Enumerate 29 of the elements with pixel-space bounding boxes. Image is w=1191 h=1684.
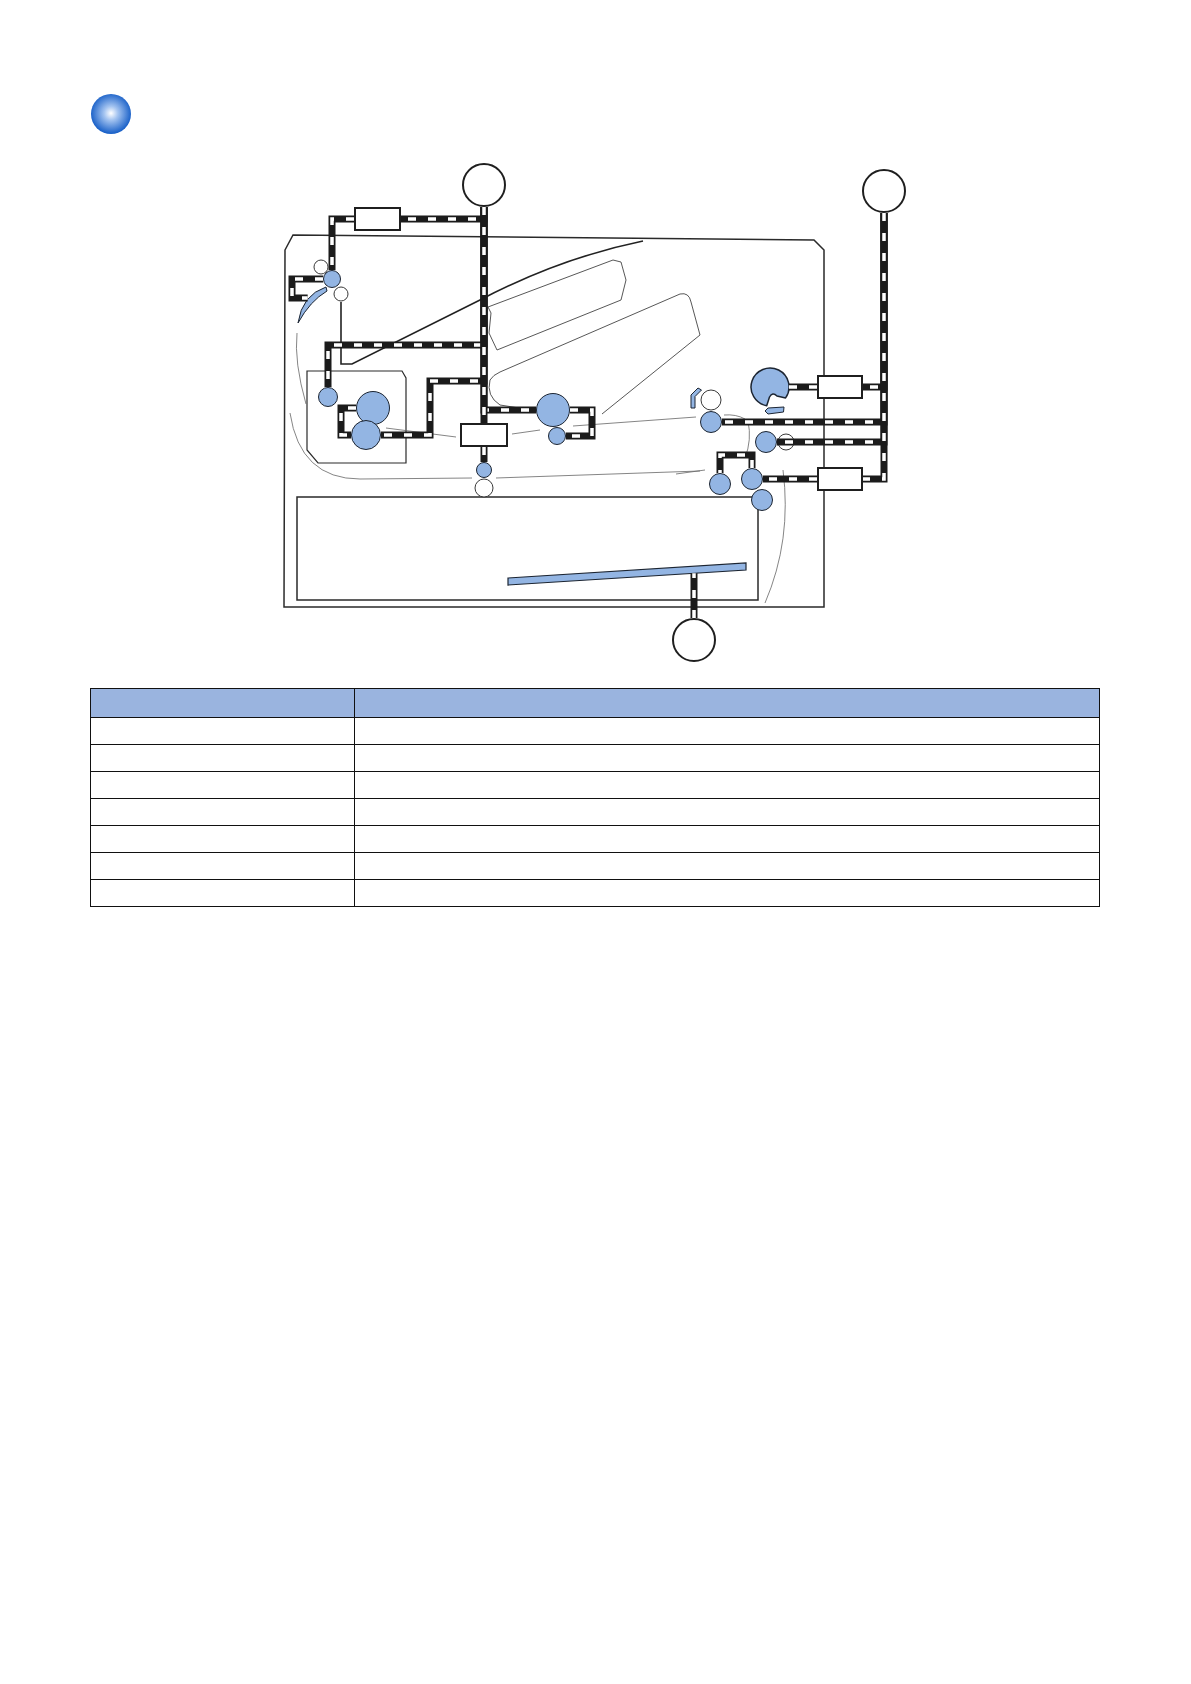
drive-line	[288, 275, 323, 302]
clutch-box	[817, 467, 863, 491]
roller	[323, 270, 341, 288]
clutch-box	[460, 423, 508, 447]
flapper	[296, 285, 328, 325]
drive-line	[566, 406, 596, 440]
drive-line	[480, 207, 488, 423]
drive-line	[863, 213, 888, 483]
roller	[318, 387, 338, 407]
roller	[351, 420, 381, 450]
drive-line	[328, 215, 354, 270]
roller	[755, 431, 777, 453]
drive-line	[690, 573, 698, 618]
drive-line	[337, 404, 356, 439]
roller	[476, 462, 492, 478]
roller	[356, 391, 390, 425]
drive-line	[716, 451, 756, 473]
roller	[709, 473, 731, 495]
roller	[700, 411, 722, 433]
drive-line	[480, 447, 488, 462]
clutch-box	[817, 375, 863, 399]
roller	[741, 468, 763, 490]
roller	[548, 427, 566, 445]
drive-line	[789, 383, 817, 391]
roller	[751, 489, 773, 511]
drive-line	[763, 475, 817, 483]
clutch-box	[354, 207, 401, 231]
lift-plate	[506, 561, 748, 587]
roller	[536, 393, 570, 427]
